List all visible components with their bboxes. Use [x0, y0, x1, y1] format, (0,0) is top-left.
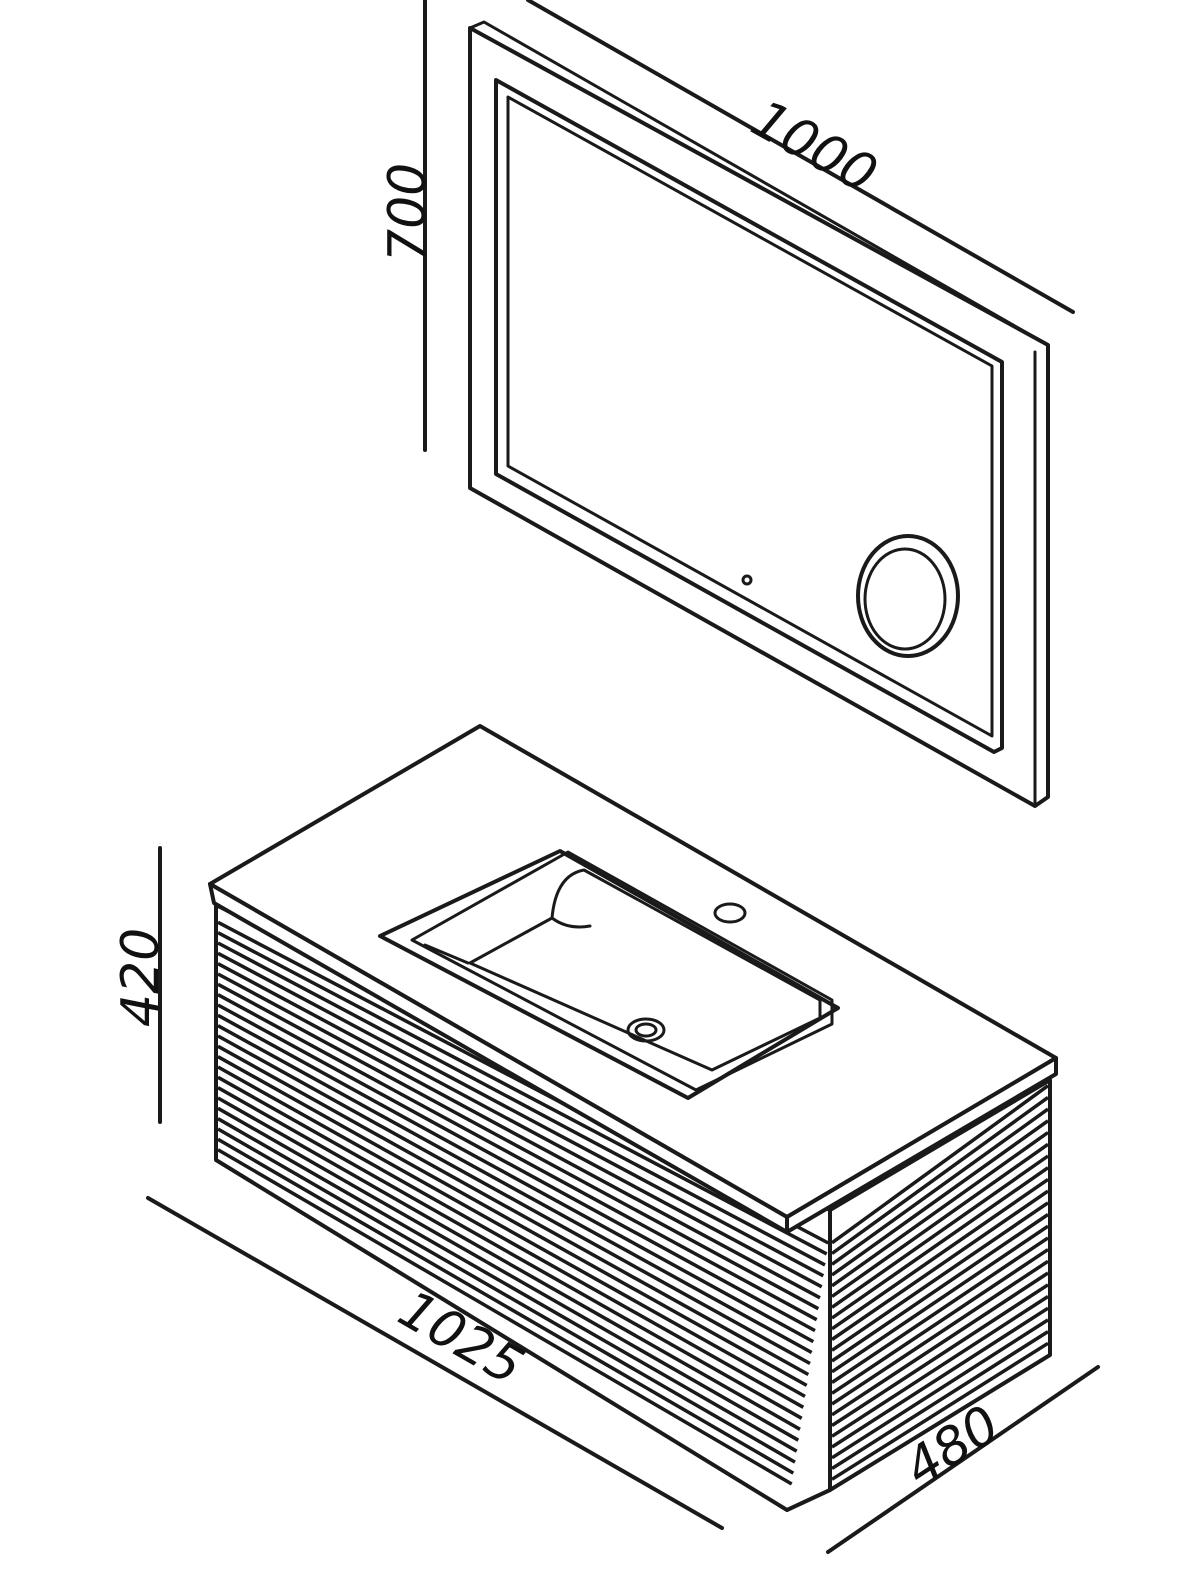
front-groove-line: [217, 1044, 810, 1377]
front-groove-line: [217, 982, 820, 1311]
cabinet-width-dimension-line: [146, 1196, 724, 1530]
side-groove-line: [831, 1283, 1049, 1427]
basin-inner-corner: [550, 916, 592, 929]
basin-rim: [378, 849, 840, 1100]
magnifier-mirror-inner: [863, 547, 947, 651]
front-grooves: [217, 920, 830, 1486]
side-groove-line: [831, 1189, 1049, 1341]
front-groove-line: [217, 1086, 803, 1420]
front-groove-line: [217, 1148, 793, 1486]
side-groove-line: [831, 1341, 1049, 1481]
front-groove-line: [217, 1065, 806, 1398]
side-groove-line: [830, 1119, 1050, 1277]
front-groove-line: [217, 1106, 800, 1442]
cabinet-depth-dimension-line: [826, 1365, 1100, 1554]
basin-drain-inner-icon: [634, 1022, 658, 1038]
side-groove-line: [830, 1142, 1050, 1298]
side-groove-line: [831, 1166, 1049, 1320]
side-groove-line: [831, 1213, 1049, 1363]
side-groove-line: [831, 1295, 1049, 1438]
side-groove-line: [831, 1271, 1049, 1417]
front-groove-line: [217, 1117, 798, 1453]
front-groove-line: [217, 1127, 796, 1464]
mirror-inner-frame: [494, 78, 1004, 754]
touch-sensor-icon: [741, 574, 753, 586]
side-groove-line: [831, 1177, 1049, 1331]
side-groove-line: [831, 1248, 1049, 1395]
cabinet-height-label: 420: [111, 928, 171, 1027]
front-groove-line: [217, 1055, 808, 1387]
cabinet-side-face: [828, 1078, 1052, 1492]
magnifier-mirror: [856, 534, 960, 658]
front-groove-line: [217, 931, 828, 1256]
mirror-height-label: 700: [378, 163, 438, 262]
side-grooves: [830, 1084, 1050, 1481]
mirror-frame-edge: [468, 20, 1050, 347]
front-groove-line: [217, 941, 826, 1267]
vanity-cabinet: [208, 724, 1058, 1512]
basin-inner-edge: [423, 943, 470, 965]
countertop-side-edge: [785, 1056, 1058, 1234]
front-groove-line: [217, 1137, 795, 1475]
mirror-outer-frame: [468, 26, 1050, 808]
side-groove-line: [831, 1330, 1049, 1470]
front-groove-line: [217, 1013, 815, 1344]
front-groove-line: [217, 1096, 801, 1431]
front-groove-line: [217, 951, 825, 1278]
side-groove-line: [830, 1095, 1050, 1255]
side-groove-line: [830, 1154, 1050, 1309]
cabinet-depth-label: 480: [894, 1395, 1010, 1499]
side-groove-line: [831, 1259, 1049, 1406]
front-groove-line: [217, 972, 821, 1300]
mirror-width-dimension-line: [526, 0, 1075, 314]
front-groove-line: [217, 1034, 811, 1366]
tap-hole-icon: [713, 902, 747, 924]
side-groove-line: [831, 1306, 1049, 1449]
front-groove-line: [217, 962, 823, 1289]
side-groove-line: [831, 1236, 1049, 1384]
basin-drain-icon: [626, 1017, 666, 1043]
side-groove-line: [830, 1107, 1050, 1266]
side-groove-line: [831, 1224, 1049, 1374]
front-groove-line: [217, 1003, 816, 1333]
basin-bowl-outer: [410, 850, 834, 1092]
side-groove-line: [830, 1084, 1050, 1245]
side-groove-line: [830, 1131, 1050, 1288]
side-groove-line: [831, 1201, 1049, 1352]
mirror-glass: [506, 95, 994, 738]
front-groove-line: [217, 1075, 805, 1409]
mirror: [468, 20, 1050, 808]
front-groove-line: [217, 993, 818, 1322]
basin-bowl-inner: [468, 868, 822, 1072]
side-groove-line: [831, 1318, 1049, 1460]
front-groove-line: [217, 1024, 813, 1355]
